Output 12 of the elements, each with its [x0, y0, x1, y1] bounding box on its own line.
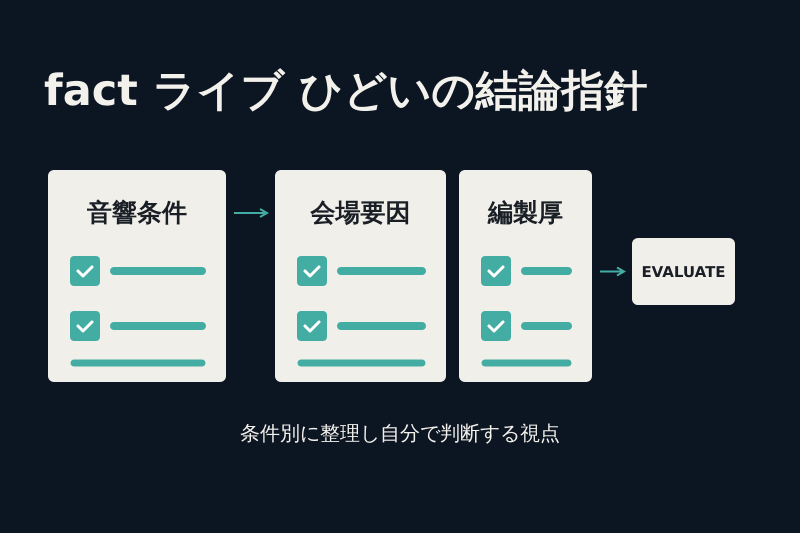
- caption: 条件別に整理し自分で判断する視点: [239, 420, 561, 447]
- checklist-card: [275, 170, 446, 382]
- checklist-card: [48, 170, 226, 382]
- arrow: [234, 208, 268, 218]
- title: fact ライブ ひどいの結論指針: [44, 65, 648, 118]
- checklist-card: [459, 170, 592, 382]
- arrow: [600, 266, 625, 276]
- card-heading: 会場要因: [309, 197, 412, 229]
- card-heading: 音響条件: [86, 197, 188, 229]
- card-heading: 編製厚: [486, 197, 564, 229]
- card-heading: EVALUATE: [640, 262, 727, 280]
- result-box: [632, 238, 735, 305]
